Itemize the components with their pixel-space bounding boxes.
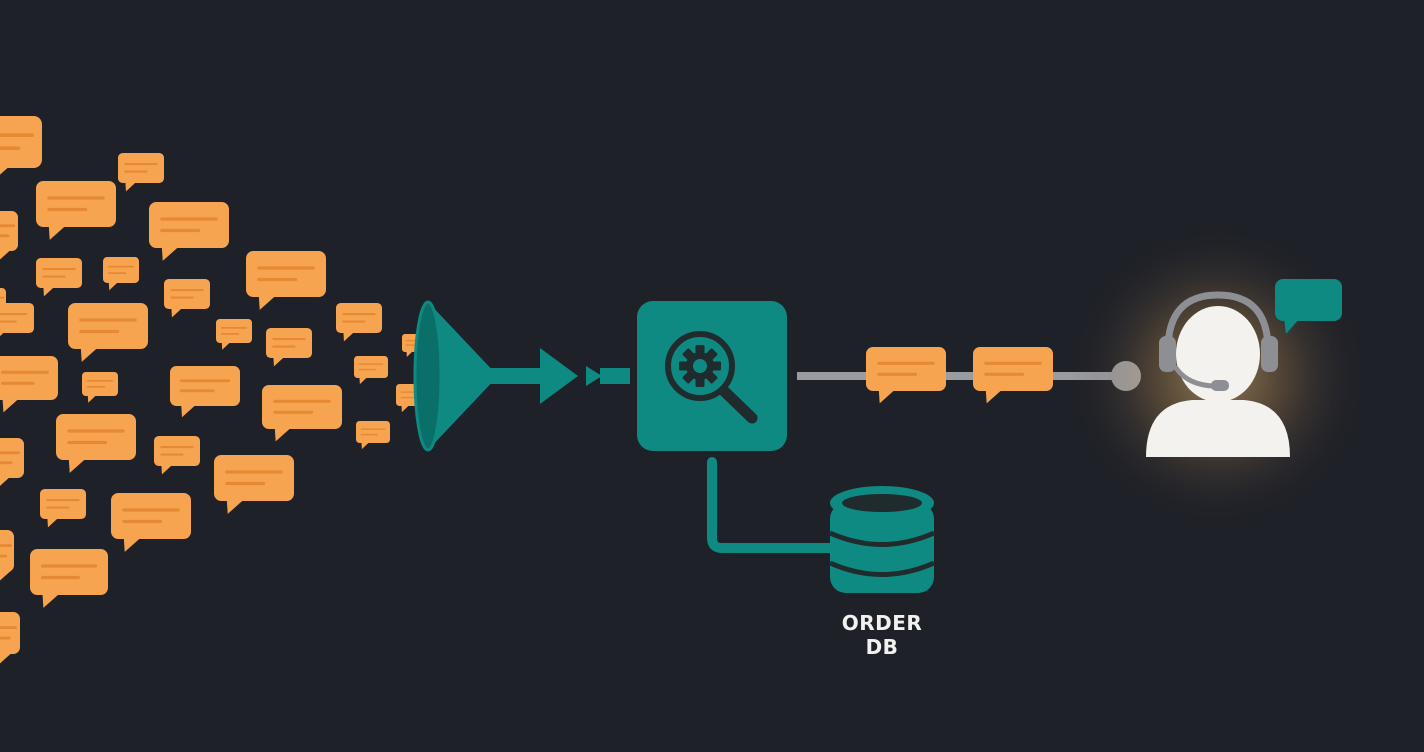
outgoing-messages xyxy=(866,347,1053,404)
message-bubble-icon xyxy=(82,372,118,403)
arrow-icon xyxy=(586,366,630,386)
message-bubble-icon xyxy=(354,356,388,385)
support-agent-headset-icon xyxy=(1146,291,1290,457)
message-bubble-icon xyxy=(0,530,14,581)
message-bubble-icon xyxy=(164,279,210,318)
message-bubble-icon xyxy=(262,385,342,442)
message-bubble-icon xyxy=(30,549,108,608)
message-bubble-icon xyxy=(36,258,82,297)
message-bubble-icon xyxy=(0,303,34,337)
message-bubble-icon xyxy=(56,414,136,473)
message-bubble-icon xyxy=(0,356,58,413)
message-bubble-icon xyxy=(0,612,20,664)
message-bubble-icon xyxy=(214,455,294,514)
message-bubble-icon xyxy=(170,366,240,418)
message-bubble-icon xyxy=(0,116,42,175)
message-bubble-icon xyxy=(216,319,252,350)
funnel-icon xyxy=(413,300,578,452)
database-icon xyxy=(828,486,936,593)
reply-bubble-icon xyxy=(1275,279,1342,334)
search-gear-icon xyxy=(665,331,758,424)
message-bubble-icon xyxy=(68,303,148,362)
message-bubble-icon xyxy=(356,421,390,450)
message-bubble-icon xyxy=(246,251,326,310)
message-bubble-icon xyxy=(111,493,191,552)
processor-box xyxy=(637,301,787,451)
message-bubble-icon xyxy=(40,489,86,528)
message-bubble-icon xyxy=(118,153,164,192)
database-label: ORDER DB xyxy=(841,611,923,659)
message-bubble-icon xyxy=(266,328,312,367)
message-bubble-icon xyxy=(0,438,24,486)
message-bubble-icon xyxy=(336,303,382,342)
message-bubble-icon xyxy=(973,347,1053,404)
message-bubble-icon xyxy=(103,257,139,291)
message-bubble-icon xyxy=(0,211,18,260)
db-connector-line xyxy=(707,457,837,553)
message-bubble-icon xyxy=(36,181,116,240)
message-bubble-icon xyxy=(149,202,229,261)
message-bubble-icon xyxy=(866,347,946,404)
incoming-messages-cloud xyxy=(0,116,430,664)
message-bubble-icon xyxy=(154,436,200,475)
